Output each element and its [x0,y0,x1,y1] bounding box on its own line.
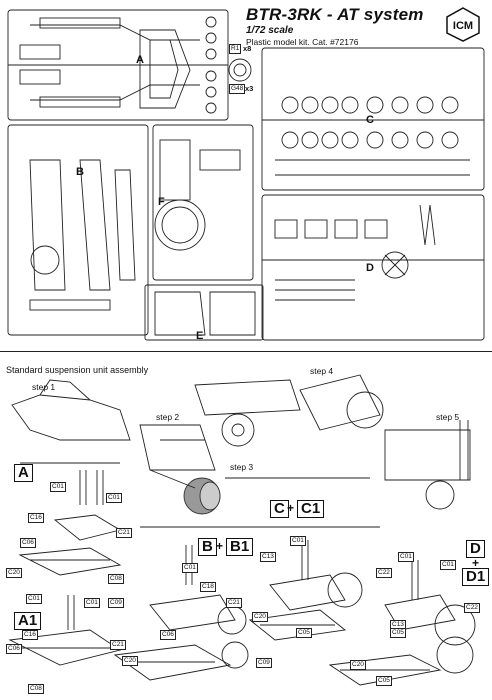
part-label-c05: C05 [296,628,312,638]
svg-text:ICM: ICM [453,20,473,32]
part-label-c01: C01 [398,552,414,562]
part-label-c08: C08 [108,574,124,584]
part-label-c20: C20 [122,656,138,666]
part-label-c21: C21 [226,598,242,608]
part-r1-label: R1 [229,44,242,54]
sprue-letter-c: C [366,114,374,126]
variant-c-plus: + [287,501,295,515]
assembly-section-title: Standard suspension unit assembly [6,365,149,375]
part-label-c20: C20 [6,568,22,578]
variant-d-box: D [466,540,485,558]
catalog-number: Plastic model kit. Cat. #72176 [246,37,359,47]
sprue-letter-b: B [76,166,84,178]
step-3-label: step 3 [230,462,254,472]
part-label-c01: C01 [290,536,306,546]
sprue-letter-f: F [158,196,165,208]
part-label-c01: C01 [26,594,42,604]
part-label-c01: C01 [106,493,122,503]
variant-b1-box: B1 [226,538,254,556]
part-label-c06: C06 [160,630,176,640]
step-5-label: step 5 [436,412,460,422]
part-label-c18: C18 [200,582,216,592]
part-label-c01: C01 [440,560,456,570]
part-label-c01: C01 [182,563,198,573]
variant-d1-box: D1 [462,568,490,586]
part-label-c01: C01 [50,482,66,492]
step-1-label: step 1 [32,382,56,392]
part-label-c16: C16 [22,630,38,640]
part-g48-label: G48 [229,84,246,94]
sprue-letter-a: A [136,54,144,66]
part-g48-qty: x3 [245,84,254,93]
sprue-letter-d: D [366,262,374,274]
part-label-c08: C08 [28,684,44,694]
kit-scale: 1/72 scale [246,25,294,36]
icm-logo-icon: ICM [446,7,480,42]
variant-c-box: C [270,500,289,518]
kit-title: BTR-3RK - AT system [246,5,424,24]
part-label-c20: C20 [350,660,366,670]
part-label-c20: C20 [252,612,268,622]
sprue-letter-e: E [196,330,204,342]
part-label-c21: C21 [110,640,126,650]
section-divider [0,351,492,352]
part-label-c13: C13 [260,552,276,562]
step-2-label: step 2 [156,412,180,422]
variant-a-box: A [14,464,33,482]
part-label-c22: C22 [464,603,480,613]
part-label-c05: C05 [376,676,392,686]
part-label-c22: C22 [376,568,392,578]
part-label-c01: C01 [84,598,100,608]
part-label-c06: C06 [6,644,22,654]
variant-b-plus: + [216,539,224,553]
part-r1-qty: x8 [243,44,252,53]
part-label-c05: C05 [390,628,406,638]
variant-b-box: B [198,538,217,556]
step-4-label: step 4 [310,366,334,376]
part-label-c06: C06 [20,538,36,548]
sprue-diagram [7,9,485,341]
variant-c1-box: C1 [297,500,325,518]
part-label-c09: C09 [256,658,272,668]
part-label-c16: C16 [28,513,44,523]
variant-d-plus: + [472,556,480,570]
part-label-c21: C21 [116,528,132,538]
variant-a1-box: A1 [14,612,42,630]
kit-header: BTR-3RK - AT system 1/72 scale Plastic m… [246,5,436,48]
part-label-c09: C09 [108,598,124,608]
